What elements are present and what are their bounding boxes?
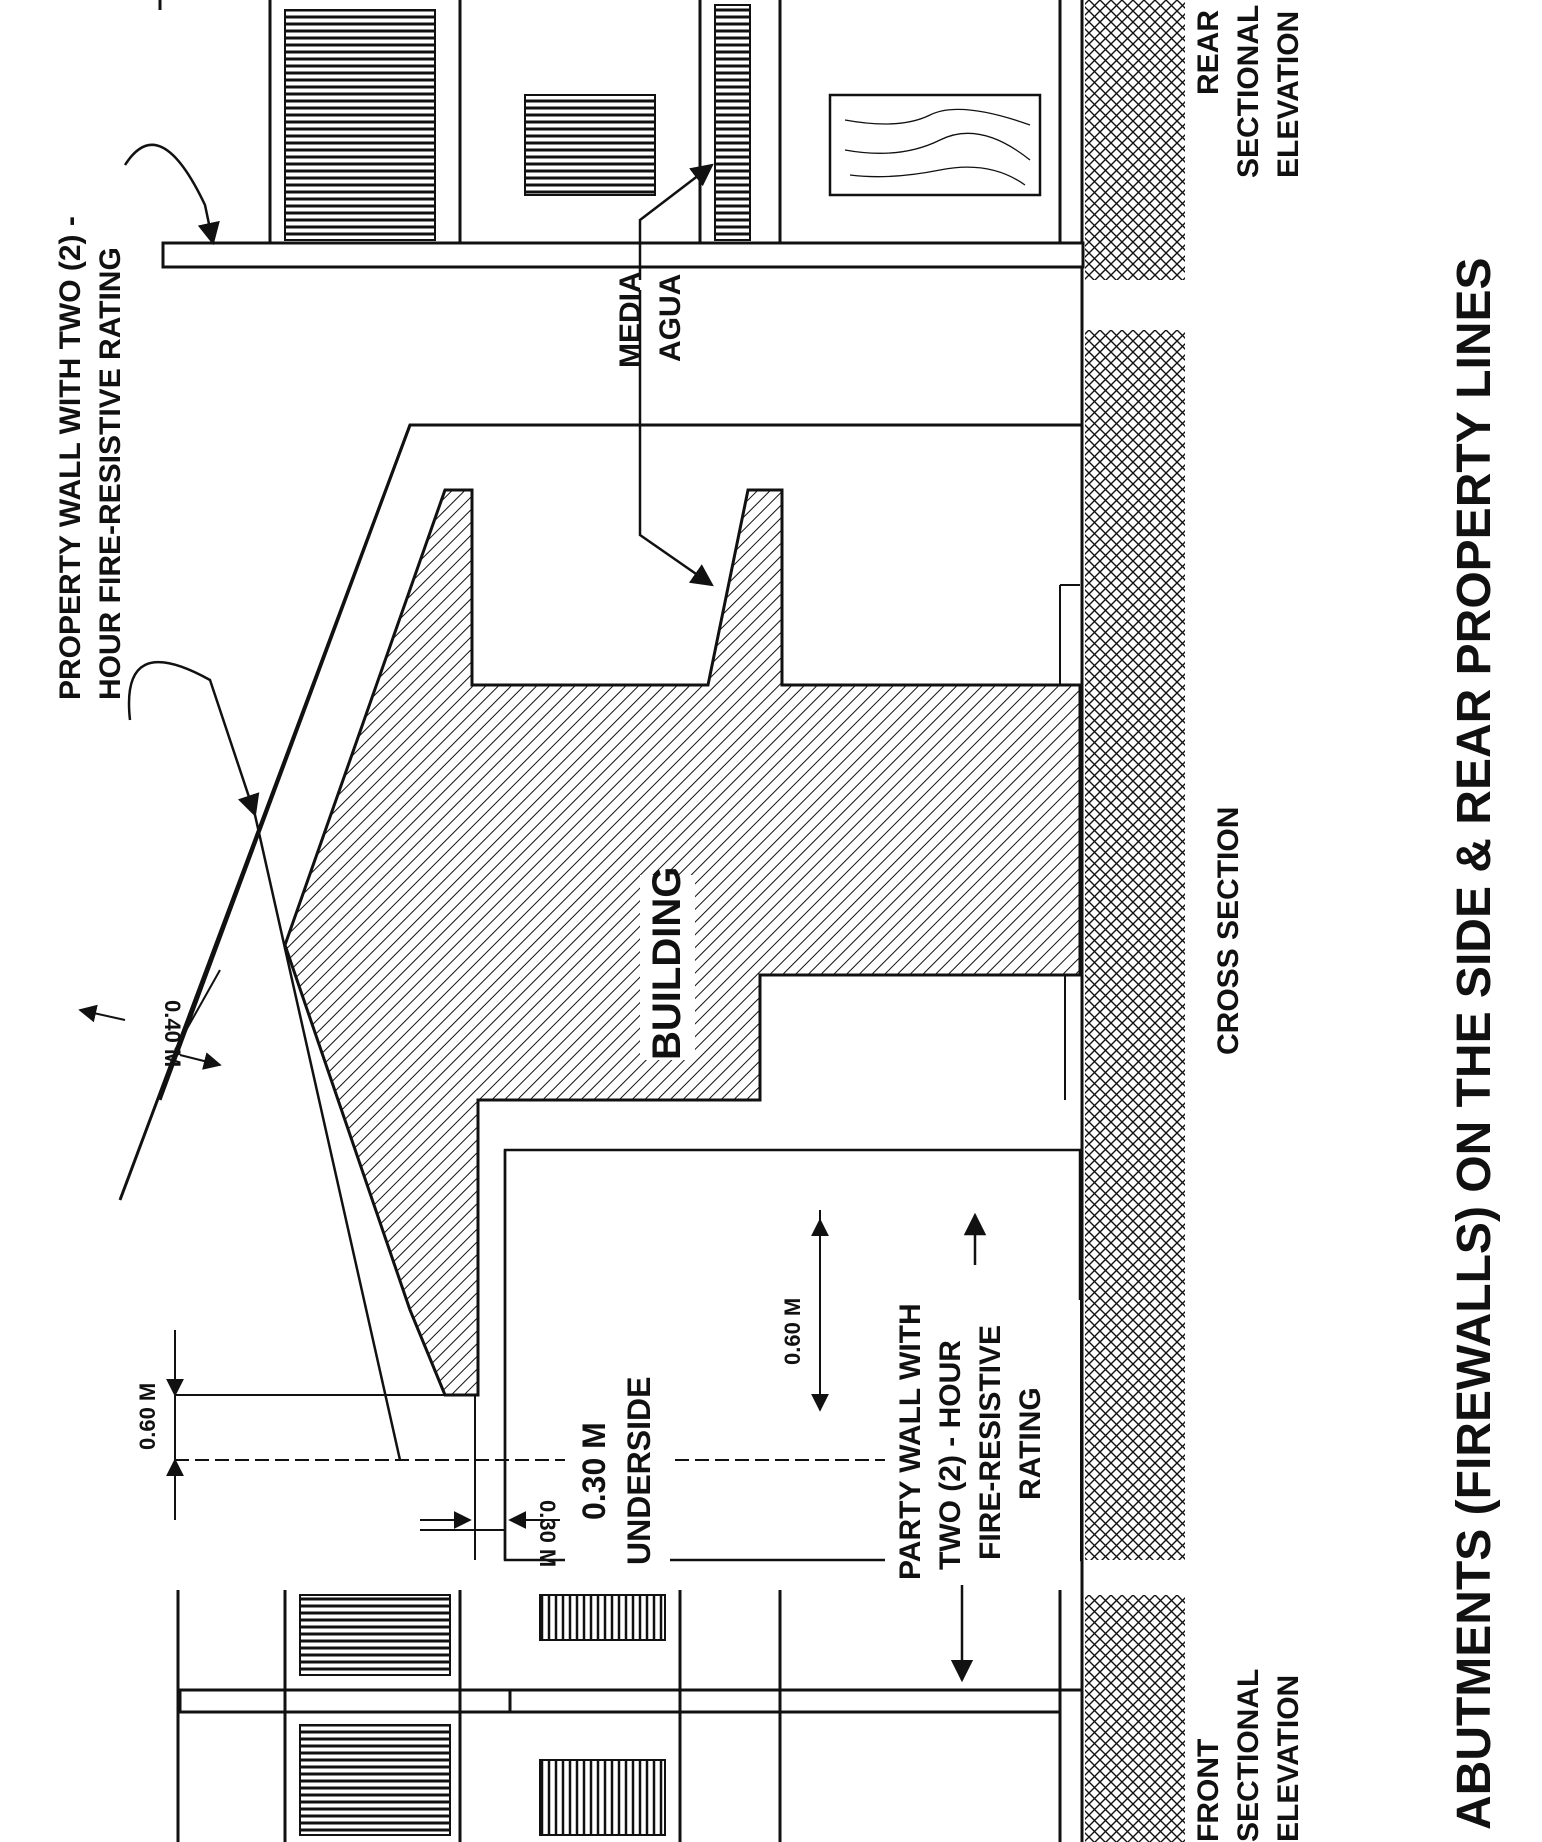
svg-text:0.30 M: 0.30 M: [576, 1422, 612, 1520]
rear-door: [828, 93, 1042, 197]
leader-arrows: [78, 143, 987, 1683]
dim-040: 0.40 M: [160, 1000, 185, 1067]
svg-text:TWO (2) - HOUR: TWO (2) - HOUR: [934, 1340, 967, 1570]
dim-060-top: 0.60 M: [135, 1383, 160, 1450]
ground-strip: [1080, 0, 1185, 1842]
rear-window-vent: [284, 9, 436, 241]
rear-sectional-elevation: [158, 0, 1085, 269]
svg-text:FRONT: FRONT: [1192, 1739, 1225, 1842]
svg-text:AGUA: AGUA: [654, 274, 687, 362]
dimension-labels: 0.40 M 0.60 M 0.30 M 0.60 M: [135, 1000, 805, 1567]
rear-elevation-label: REAR SECTIONAL ELEVATION: [1192, 5, 1305, 178]
dim-030: 0.30 M: [535, 1500, 560, 1567]
property-wall-label: PROPERTY WALL WITH TWO (2) - HOUR FIRE-R…: [54, 216, 127, 700]
svg-text:SECTIONAL: SECTIONAL: [1232, 5, 1265, 178]
underside-label: 0.30 M UNDERSIDE: [565, 1377, 670, 1570]
svg-text:BUILDING: BUILDING: [645, 867, 689, 1060]
svg-text:UNDERSIDE: UNDERSIDE: [621, 1377, 657, 1565]
svg-text:ELEVATION: ELEVATION: [1272, 1675, 1305, 1842]
media-agua-rear: [714, 4, 751, 241]
svg-text:REAR: REAR: [1192, 10, 1225, 95]
party-wall-label: PARTY WALL WITH TWO (2) - HOUR FIRE-RESI…: [885, 1300, 1080, 1580]
front-property-wall: [178, 1688, 512, 1714]
dim-060-mid: 0.60 M: [780, 1298, 805, 1365]
svg-text:ELEVATION: ELEVATION: [1272, 11, 1305, 178]
svg-text:SECTIONAL: SECTIONAL: [1232, 1669, 1265, 1842]
front-elevation-label: FRONT SECTIONAL ELEVATION: [1192, 1669, 1305, 1842]
svg-text:HOUR FIRE-RESISTIVE RATING: HOUR FIRE-RESISTIVE RATING: [94, 247, 127, 700]
front-sectional-elevation: [176, 1590, 1082, 1842]
cross-section-label: CROSS SECTION: [1212, 807, 1245, 1055]
rear-property-wall: [161, 241, 1085, 269]
svg-text:RATING: RATING: [1014, 1387, 1047, 1500]
drawing-title: ABUTMENTS (FIREWALLS) ON THE SIDE & REAR…: [1448, 257, 1501, 1830]
svg-text:MEDIA: MEDIA: [614, 271, 647, 368]
svg-text:PARTY WALL WITH: PARTY WALL WITH: [894, 1303, 927, 1580]
svg-text:PROPERTY WALL WITH TWO (2) -: PROPERTY WALL WITH TWO (2) -: [54, 216, 87, 700]
svg-text:FIRE-RESISTIVE: FIRE-RESISTIVE: [974, 1325, 1007, 1560]
building-label: BUILDING: [640, 867, 695, 1060]
property-wall-section: [118, 423, 1082, 1461]
media-agua-label: MEDIA AGUA: [614, 271, 687, 368]
rear-window-small: [524, 94, 656, 196]
